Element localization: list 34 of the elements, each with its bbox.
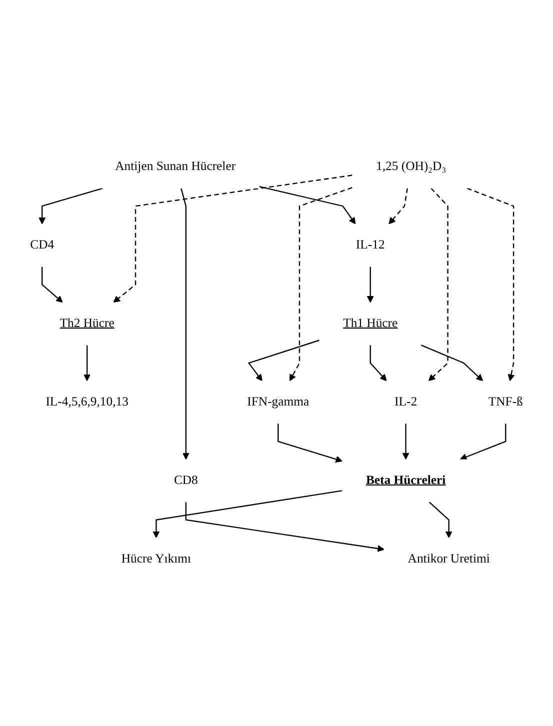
arrow [84,345,91,382]
arrow [180,188,190,460]
node-text: CD4 [30,238,54,252]
arrow [152,490,342,538]
node-text: IL-2 [394,395,418,409]
arrow [402,424,410,460]
arrow [289,187,352,382]
node-text: Hücre Yıkımı [121,552,191,566]
arrow [460,424,506,460]
arrow [388,188,408,224]
node-text: CD8 [174,474,198,488]
arrow [421,344,484,382]
node-text: Th2 Hücre [60,316,114,330]
arrow [113,174,352,303]
arrow [278,424,342,463]
arrow [185,502,384,552]
node-text: IL-12 [356,238,385,252]
arrow [366,266,374,303]
arrow [428,188,448,382]
node-text: Antikor Uretimi [408,552,490,566]
node-text: TNF-ß [488,395,523,409]
node-text: IL-4,5,6,9,10,13 [46,395,128,409]
arrow [370,345,387,382]
arrow [38,188,103,224]
node-text: Antijen Sunan Hücreler [115,160,236,174]
arrow [42,266,63,303]
node-text: 1,25 (OH)₂D₃ [376,160,446,174]
arrow [428,502,452,538]
arrow [259,186,356,224]
node-text: IFN-gamma [247,395,310,409]
arrow [248,340,320,382]
arrow [466,188,515,382]
node-text: Beta Hücreleri [366,474,446,488]
node-text: Th1 Hücre [343,316,398,330]
